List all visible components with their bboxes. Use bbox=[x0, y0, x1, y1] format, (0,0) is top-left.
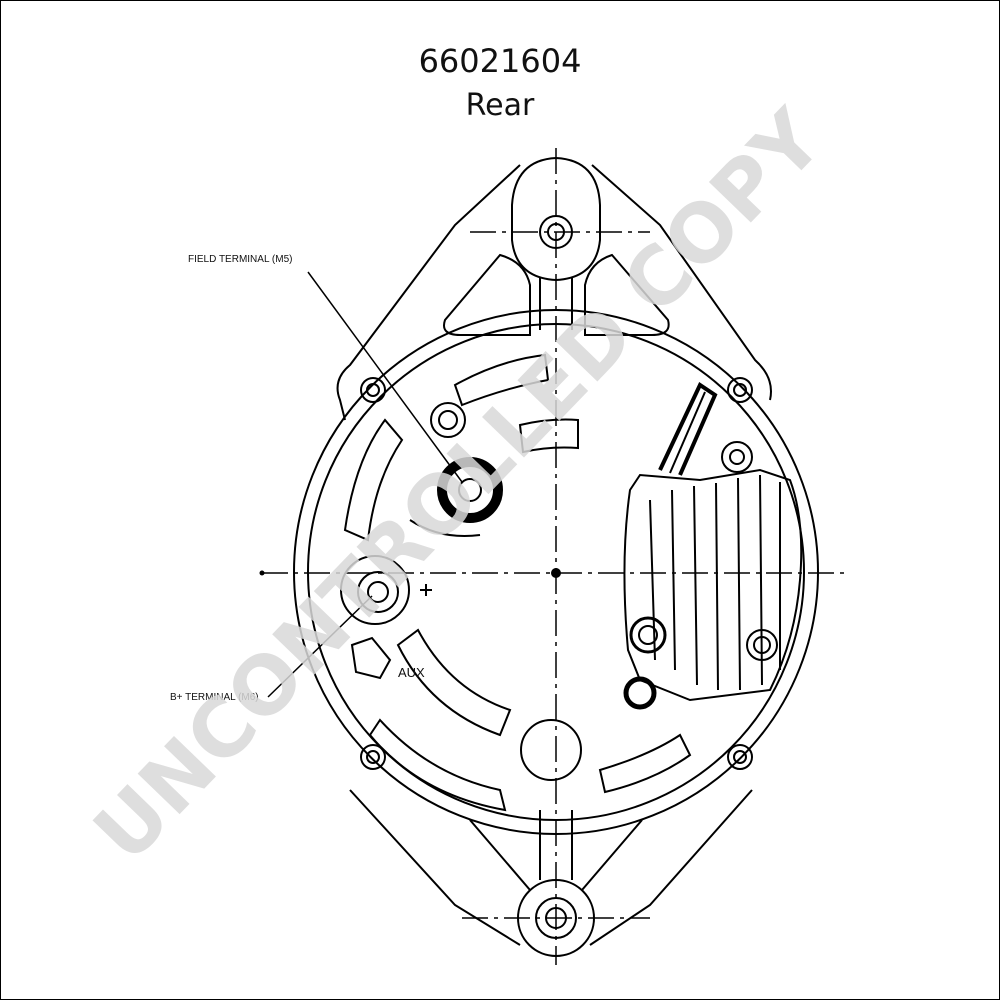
center-point bbox=[551, 568, 561, 578]
mounting-frame-outline bbox=[336, 164, 772, 946]
view-label: Rear bbox=[465, 88, 535, 123]
upper-left-window bbox=[443, 253, 531, 336]
voltage-regulator bbox=[623, 382, 803, 710]
aux-label: AUX bbox=[398, 665, 425, 680]
center-lines bbox=[262, 148, 848, 965]
ventilation-slots bbox=[343, 353, 692, 812]
field-terminal-leader bbox=[307, 271, 463, 483]
field-terminal-label: FIELD TERMINAL (M5) bbox=[188, 254, 292, 265]
uncontrolled-copy-watermark: UNCONTROLLED COPY bbox=[76, 92, 841, 880]
upper-right-window bbox=[584, 253, 670, 336]
field-terminal-stud bbox=[409, 402, 503, 537]
b-plus-terminal-label: B+ TERMINAL (M6) bbox=[170, 692, 259, 703]
part-number-title: 66021604 bbox=[418, 42, 582, 80]
b-plus-terminal-stud bbox=[340, 555, 432, 680]
housing-bolt-bosses bbox=[360, 377, 753, 770]
center-line-end-dot bbox=[259, 570, 265, 576]
b-plus-terminal-leader bbox=[267, 595, 373, 698]
